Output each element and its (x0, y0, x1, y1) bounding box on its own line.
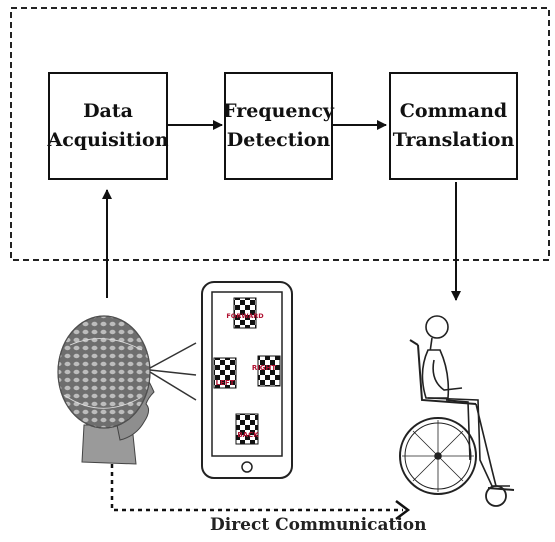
system-boundary (10, 7, 550, 261)
eeg-cap (57, 315, 151, 429)
command-translation-block: Command Translation (389, 72, 518, 180)
stimulus-label-forward: FORWARD (226, 312, 264, 320)
data-acquisition-label-line1: Data (83, 99, 133, 122)
smartphone: FORWARD LEFT RIGHT BACK (201, 281, 293, 479)
data-acquisition-label-line2: Acquisition (47, 129, 169, 151)
user-head (425, 315, 449, 339)
direct-communication-path (110, 456, 403, 512)
frequency-detection-block: Frequency Detection (223, 72, 334, 180)
user-torso (421, 349, 450, 399)
phone-home-button (241, 461, 253, 473)
eeg-head-illustration (57, 315, 155, 465)
direct-communication-caption: Direct Communication (210, 515, 427, 535)
command-translation-label-line1: Command (399, 99, 508, 122)
chair-handle (409, 339, 419, 346)
stimulus-right (257, 355, 281, 387)
stimulus-left (213, 357, 237, 389)
chair-big-wheel (399, 417, 477, 495)
foot-rest (487, 487, 515, 491)
stimulus-label-right: RIGHT (252, 364, 277, 372)
command-translation-label-line2: Translation (392, 129, 515, 151)
frequency-detection-label-line1: Frequency (223, 99, 334, 122)
stimulus-label-left: LEFT (216, 379, 235, 387)
stimulus-back (235, 413, 259, 445)
gaze-lines (149, 342, 197, 401)
stimulus-label-back: BACK (237, 431, 259, 439)
wheelchair-illustration (399, 315, 515, 507)
data-acquisition-block: Data Acquisition (47, 72, 169, 180)
direct-communication-arrowhead (395, 500, 411, 520)
frequency-detection-label-line2: Detection (226, 129, 331, 151)
chair-back (417, 344, 477, 405)
stimulus-forward (233, 297, 257, 329)
user-arm (432, 359, 463, 391)
